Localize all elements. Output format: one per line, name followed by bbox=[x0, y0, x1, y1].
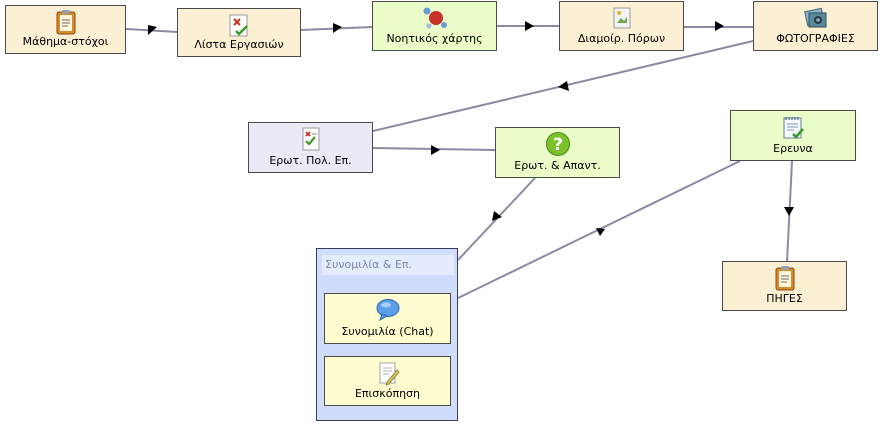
node-erot-apant[interactable]: ? Ερωτ. & Απαντ. bbox=[495, 127, 620, 178]
node-label: Νοητικός χάρτης bbox=[386, 32, 483, 45]
node-episkopisi[interactable]: Επισκόπηση bbox=[324, 356, 451, 406]
arrowhead-3 bbox=[525, 21, 534, 31]
node-label: Ερωτ. Πολ. Επ. bbox=[269, 154, 352, 167]
photo-gallery-icon bbox=[803, 7, 826, 28]
notepad-check-icon bbox=[783, 117, 804, 139]
node-label: ΦΩΤΟΓΡΑΦΙΕΣ bbox=[776, 32, 855, 45]
node-erot-pol-ep[interactable]: Ερωτ. Πολ. Επ. bbox=[248, 122, 373, 173]
shared-resources-icon bbox=[613, 7, 630, 29]
node-label: Ερευνα bbox=[773, 142, 813, 155]
group-synomilia-ep[interactable]: Συνομιλία & Επ. Συνομιλία (Chat) Επισκόπ… bbox=[316, 248, 458, 421]
clipboard-icon bbox=[56, 10, 75, 35]
arrowhead-9 bbox=[784, 207, 794, 216]
arrowhead-6 bbox=[431, 145, 440, 155]
group-title: Συνομιλία & Επ. bbox=[322, 255, 454, 275]
node-label: Επισκόπηση bbox=[354, 387, 421, 400]
node-piges[interactable]: ΠΗΓΕΣ bbox=[722, 261, 847, 311]
node-label: Διαμοίρ. Πόρων bbox=[577, 32, 666, 45]
node-mathima-stoxoi[interactable]: Μάθημα-στόχοι bbox=[5, 5, 126, 54]
arrowhead-1 bbox=[148, 25, 157, 35]
svg-text:?: ? bbox=[553, 135, 563, 155]
arrowhead-7 bbox=[492, 211, 502, 221]
node-synomilia-chat[interactable]: Συνομιλία (Chat) bbox=[324, 293, 451, 344]
multiple-choice-icon bbox=[302, 127, 319, 151]
node-label: ΠΗΓΕΣ bbox=[766, 292, 803, 305]
arrowhead-4 bbox=[715, 21, 724, 31]
arrowhead-5 bbox=[558, 81, 569, 91]
node-label: Μάθημα-στόχοι bbox=[22, 35, 109, 48]
node-label: Ερωτ. & Απαντ. bbox=[514, 159, 601, 172]
question-mark-icon: ? bbox=[545, 132, 570, 156]
node-label: Λίστα Εργασιών bbox=[194, 38, 284, 51]
mind-map-icon bbox=[423, 7, 447, 29]
arrowhead-8 bbox=[596, 228, 605, 236]
node-ereuna[interactable]: Ερευνα bbox=[730, 110, 856, 161]
arrowhead-2 bbox=[333, 23, 342, 33]
node-noitikos-xartis[interactable]: Νοητικός χάρτης bbox=[372, 1, 497, 51]
document-pencil-icon bbox=[379, 362, 400, 386]
node-label: Συνομιλία (Chat) bbox=[341, 325, 434, 338]
clipboard-icon bbox=[775, 266, 794, 291]
node-diamoir-poron[interactable]: Διαμοίρ. Πόρων bbox=[559, 1, 684, 51]
node-lista-ergasion[interactable]: Λίστα Εργασιών bbox=[177, 8, 301, 57]
chat-bubble-icon bbox=[376, 299, 399, 322]
node-fotografies[interactable]: ΦΩΤΟΓΡΑΦΙΕΣ bbox=[753, 1, 878, 51]
checklist-icon bbox=[229, 14, 248, 37]
